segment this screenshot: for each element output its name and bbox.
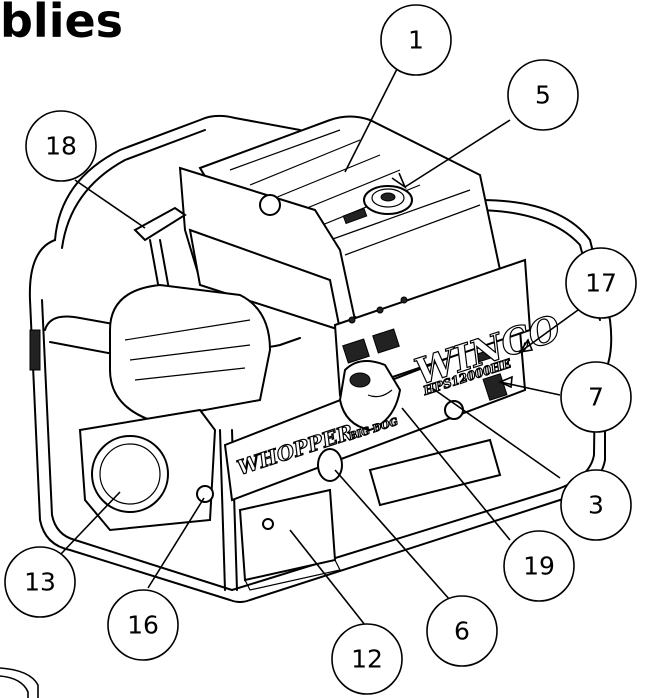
- leader-1: [344, 66, 399, 173]
- callout-1: 1: [380, 4, 452, 76]
- callout-19: 19: [503, 530, 575, 602]
- partial-callout: [0, 667, 39, 698]
- leader-5: [404, 119, 511, 188]
- callout-17: 17: [565, 247, 637, 319]
- svg-text:12: 12: [351, 645, 383, 674]
- callout-7: 7: [560, 361, 632, 433]
- generator-drawing: WINCO HPS12000HE WHOPPER BIG DOG: [28, 114, 613, 603]
- svg-text:16: 16: [127, 611, 159, 640]
- leader-18: [74, 179, 146, 229]
- leader-13: [59, 491, 121, 556]
- leader-19: [401, 407, 511, 541]
- callout-5: 5: [507, 59, 579, 131]
- callout-6: 6: [426, 595, 498, 667]
- callout-3: 3: [560, 469, 632, 541]
- svg-text:7: 7: [588, 383, 604, 412]
- svg-text:17: 17: [585, 269, 617, 298]
- svg-text:18: 18: [45, 132, 77, 161]
- leader-12: [289, 529, 366, 626]
- leader-6: [334, 469, 451, 601]
- callout-12: 12: [331, 623, 403, 695]
- svg-text:19: 19: [523, 552, 555, 581]
- svg-text:13: 13: [24, 568, 56, 597]
- callout-16: 16: [107, 589, 179, 661]
- callout-13: 13: [4, 546, 76, 618]
- svg-text:6: 6: [454, 617, 470, 646]
- svg-text:3: 3: [588, 491, 604, 520]
- leader-7: [499, 381, 561, 396]
- svg-text:1: 1: [408, 26, 424, 55]
- leader-16: [147, 497, 205, 589]
- leader-3: [431, 387, 561, 479]
- leader-lines: [59, 66, 579, 626]
- svg-text:5: 5: [535, 81, 551, 110]
- callout-18: 18: [25, 110, 97, 182]
- section-heading: blies: [0, 0, 124, 48]
